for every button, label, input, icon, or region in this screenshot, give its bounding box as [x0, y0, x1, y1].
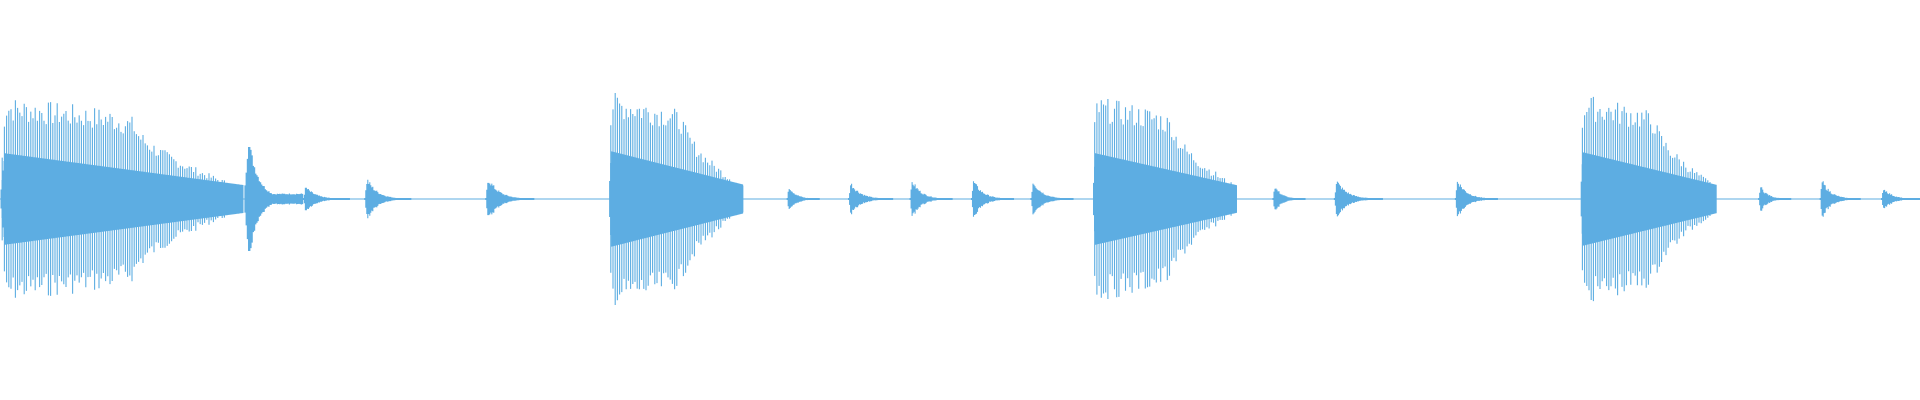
waveform-hit-18: [1881, 189, 1920, 209]
waveform-hit-16: [1758, 187, 1792, 211]
waveform-hit-6: [786, 189, 820, 209]
waveform-hit-12: [1272, 188, 1306, 210]
waveform-burst-core-0: [0, 153, 244, 245]
waveform-hit-3: [364, 179, 412, 219]
waveform-hit-14: [1454, 181, 1498, 217]
waveform-hit-2: [302, 187, 350, 211]
waveform-hit-13: [1333, 181, 1383, 217]
waveform-burst-core-11: [1093, 153, 1237, 245]
waveform-hit-7: [848, 183, 894, 215]
waveform-burst-core-15: [1580, 152, 1717, 246]
waveform-segments: [0, 93, 1920, 305]
waveform-hit-10: [1030, 183, 1074, 215]
waveform-hit-17: [1819, 181, 1861, 217]
waveform-spike-1: [244, 147, 304, 251]
waveform-hit-8: [909, 182, 953, 216]
waveform-hit-4: [485, 182, 535, 216]
waveform-hit-9: [970, 181, 1015, 217]
waveform-burst-core-5: [609, 151, 744, 247]
